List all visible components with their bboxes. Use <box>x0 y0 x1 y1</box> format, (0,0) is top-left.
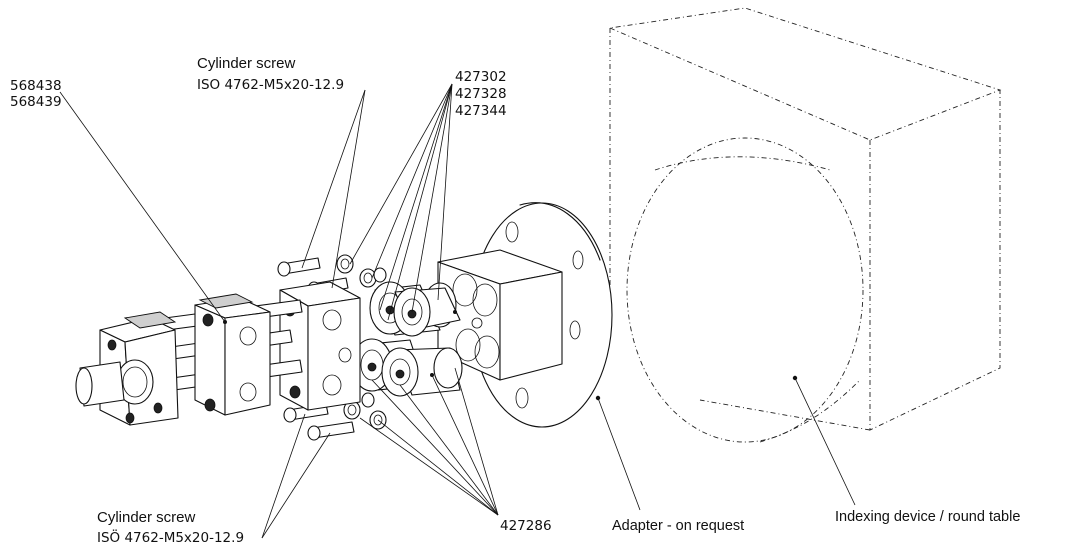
front-clamp-body <box>75 311 179 426</box>
adapter-block <box>437 249 563 381</box>
label-part-427286: 427286 <box>500 518 552 534</box>
leader-lines <box>59 83 856 539</box>
small-washers <box>336 254 387 430</box>
label-indexing-device: Indexing device / round table <box>835 509 1020 525</box>
label-cylinder-screw-spec-bottom: ISÖ 4762-M5x20-12.9 <box>97 528 244 546</box>
label-part-427302: 427302 <box>455 69 507 85</box>
label-cylinder-screw-bottom: Cylinder screw <box>97 509 196 526</box>
rear-clamp-block <box>279 281 361 411</box>
label-cylinder-screw-top: Cylinder screw <box>197 55 296 72</box>
label-adapter: Adapter - on request <box>612 518 744 534</box>
label-part-427344: 427344 <box>455 103 507 119</box>
label-part-568439: 568439 <box>10 94 62 110</box>
middle-clamp-block <box>194 293 271 416</box>
label-cylinder-screw-spec-top: ISO 4762-M5x20-12.9 <box>197 77 344 93</box>
label-part-568438: 568438 <box>10 78 62 94</box>
label-part-427328: 427328 <box>455 86 507 102</box>
indexing-device-outline <box>608 7 1002 443</box>
cylinder-lower-right <box>381 347 463 397</box>
